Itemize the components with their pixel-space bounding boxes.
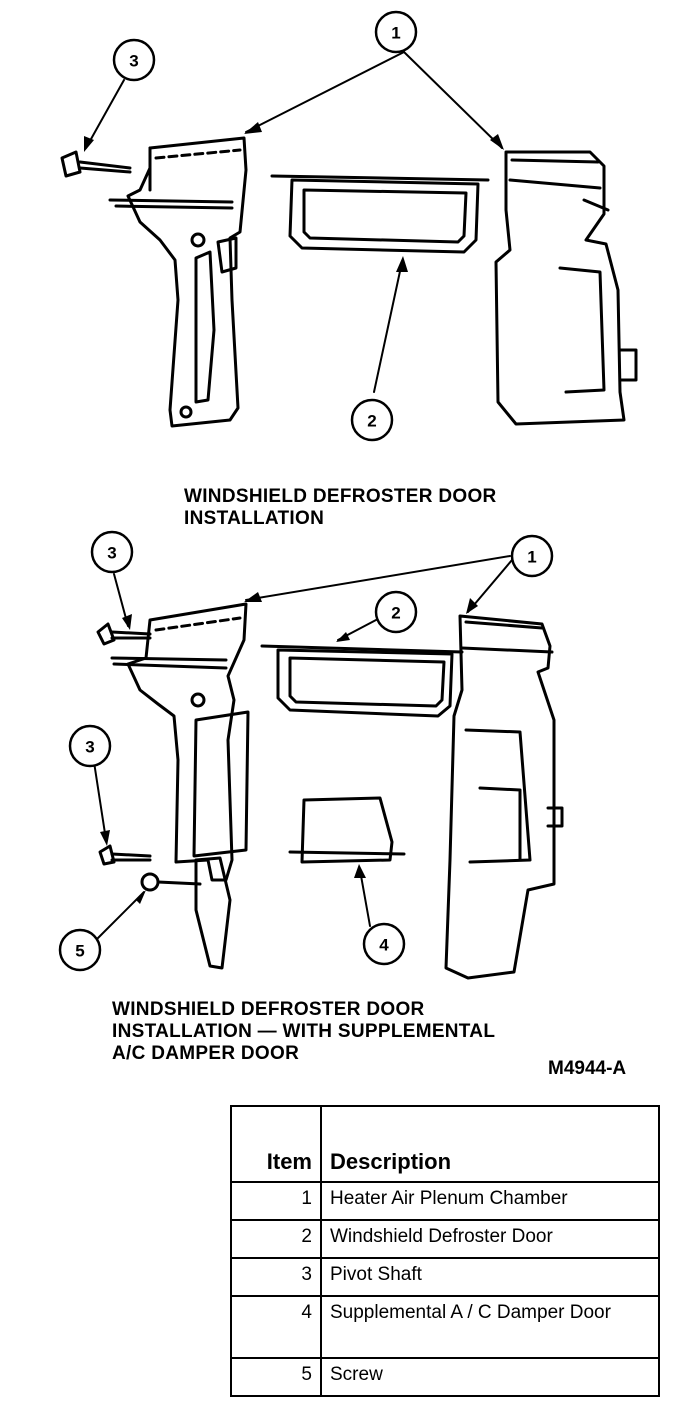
caption-top: WINDSHIELD DEFROSTER DOOR INSTALLATION <box>184 486 497 530</box>
top-pivot-shaft <box>60 150 132 178</box>
table-row: 2 Windshield Defroster Door <box>230 1219 660 1259</box>
table-row: 5 Screw <box>230 1357 660 1397</box>
bottom-pivot-shaft-lower <box>98 844 152 866</box>
legend-item-description: Heater Air Plenum Chamber <box>320 1181 660 1221</box>
bottom-pivot-shaft-upper <box>96 622 152 646</box>
legend-item-number: 3 <box>230 1257 322 1297</box>
callout-top-2 <box>350 398 394 442</box>
legend-item-description: Pivot Shaft <box>320 1257 660 1297</box>
callout-top-3 <box>112 38 156 82</box>
bottom-defroster-door <box>260 644 464 718</box>
legend-item-number: 4 <box>230 1295 322 1359</box>
callout-bottom-2-label: 2 <box>391 604 400 623</box>
bottom-arrowheads <box>100 592 478 904</box>
top-left-plenum-housing <box>108 136 248 428</box>
caption-bottom-line-1: WINDSHIELD DEFROSTER DOOR <box>112 999 425 1020</box>
top-leader-lines <box>85 51 503 393</box>
callout-bottom-3a-label: 3 <box>107 544 116 563</box>
legend-item-description: Windshield Defroster Door <box>320 1219 660 1259</box>
callout-bottom-4 <box>362 922 406 966</box>
table-row: 4 Supplemental A / C Damper Door <box>230 1295 660 1359</box>
top-defroster-door <box>270 174 490 254</box>
legend-table: Item Description 1 Heater Air Plenum Cha… <box>230 1105 660 1397</box>
caption-top-line-2: INSTALLATION <box>184 508 325 529</box>
diagram-illustration: 1 3 2 1 3 2 3 4 5 <box>58 10 638 980</box>
callout-bottom-1 <box>510 534 554 578</box>
bottom-screw <box>140 872 202 892</box>
callout-bottom-1-label: 1 <box>527 548 536 567</box>
bottom-right-plenum-housing <box>444 614 564 980</box>
legend-header-description: Description <box>320 1105 660 1183</box>
callout-top-2-label: 2 <box>367 412 376 431</box>
callouts <box>58 10 554 972</box>
callout-bottom-5-label: 5 <box>75 942 84 961</box>
table-row: 3 Pivot Shaft <box>230 1257 660 1297</box>
callout-bottom-5 <box>58 928 102 972</box>
callout-top-1-label: 1 <box>391 24 400 43</box>
top-right-plenum-housing <box>494 150 638 426</box>
legend-item-number: 2 <box>230 1219 322 1259</box>
caption-top-line-1: WINDSHIELD DEFROSTER DOOR <box>184 486 497 507</box>
top-arrowheads <box>84 122 504 272</box>
legend-item-number: 1 <box>230 1181 322 1221</box>
callout-bottom-3b <box>68 724 112 768</box>
bottom-damper-door <box>288 796 406 864</box>
callout-top-3-label: 3 <box>129 52 138 71</box>
legend-item-description: Screw <box>320 1357 660 1397</box>
caption-bottom-line-3: A/C DAMPER DOOR <box>112 1043 300 1064</box>
callout-top-1 <box>374 10 418 54</box>
caption-bottom-line-2: INSTALLATION — WITH SUPPLEMENTAL <box>112 1021 496 1042</box>
table-row: 1 Heater Air Plenum Chamber <box>230 1181 660 1221</box>
callout-bottom-4-label: 4 <box>379 936 389 955</box>
bottom-left-plenum-housing <box>110 602 250 970</box>
legend-item-description: Supplemental A / C Damper Door <box>320 1295 660 1359</box>
legend-header-row: Item Description <box>230 1105 660 1183</box>
legend-header-item: Item <box>230 1105 322 1183</box>
callout-bottom-2 <box>374 590 418 634</box>
caption-bottom: WINDSHIELD DEFROSTER DOOR INSTALLATION —… <box>112 999 495 1065</box>
figure-id: M4944-A <box>548 1058 627 1079</box>
callout-bottom-3b-label: 3 <box>85 738 94 757</box>
callout-bottom-3a <box>90 530 134 574</box>
legend-item-number: 5 <box>230 1357 322 1397</box>
